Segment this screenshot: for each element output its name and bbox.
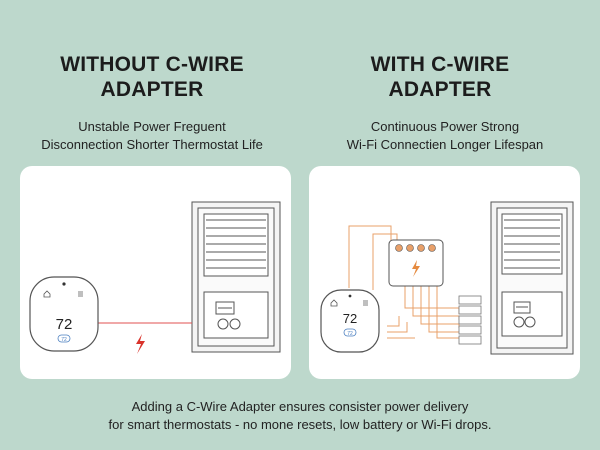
terminal-block [458,295,482,345]
diagram-panel-without-adapter: 72 72 [20,166,291,379]
c-wire-adapter [388,239,444,287]
menu-icon [78,291,83,297]
lightning-icon [136,334,145,354]
description-without-adapter: Unstable Power Freguent Disconnection Sh… [7,118,297,154]
heading-line-1: WITH C-WIRE [370,53,510,76]
footer-caption: Adding a C-Wire Adapter ensures consiste… [0,398,600,434]
thermostat: 72 72 [29,276,99,352]
description-with-adapter: Continuous Power Strong Wi-Fi Connectien… [300,118,590,154]
diagram-panel-with-adapter: 72 72 [309,166,580,379]
menu-icon [363,300,368,306]
thermostat-temperature: 72 [343,311,357,326]
home-icon [43,290,51,298]
diagram-with-adapter: 72 72 [320,201,574,355]
description-line-1: Continuous Power Strong [370,119,520,134]
thermostat: 72 72 [320,289,380,353]
heading-line-2: ADAPTER [388,78,492,101]
thermostat-badge: 72 [61,337,67,343]
home-icon [330,299,338,307]
heading-line-1: WITHOUT C-WIRE [60,53,244,76]
thermostat-temperature: 72 [56,316,73,333]
description-line-2: Wi-Fi Connectien Longer Lifespan [346,137,544,152]
diagram-without-adapter: 72 72 [29,201,281,354]
lightning-icon [412,260,420,277]
description-line-1: Unstable Power Freguent [78,119,226,134]
footer-line-1: Adding a C-Wire Adapter ensures consiste… [131,399,469,414]
heading-without-adapter: WITHOUT C-WIRE ADAPTER [22,52,282,102]
heading-with-adapter: WITH C-WIRE ADAPTER [310,52,570,102]
hvac-unit [191,201,281,353]
footer-line-2: for smart thermostats - no mone resets, … [108,417,492,432]
description-line-2: Disconnection Shorter Thermostat Life [41,137,263,152]
heading-line-2: ADAPTER [100,78,204,101]
thermostat-badge: 72 [347,331,353,337]
hvac-unit [490,201,574,355]
